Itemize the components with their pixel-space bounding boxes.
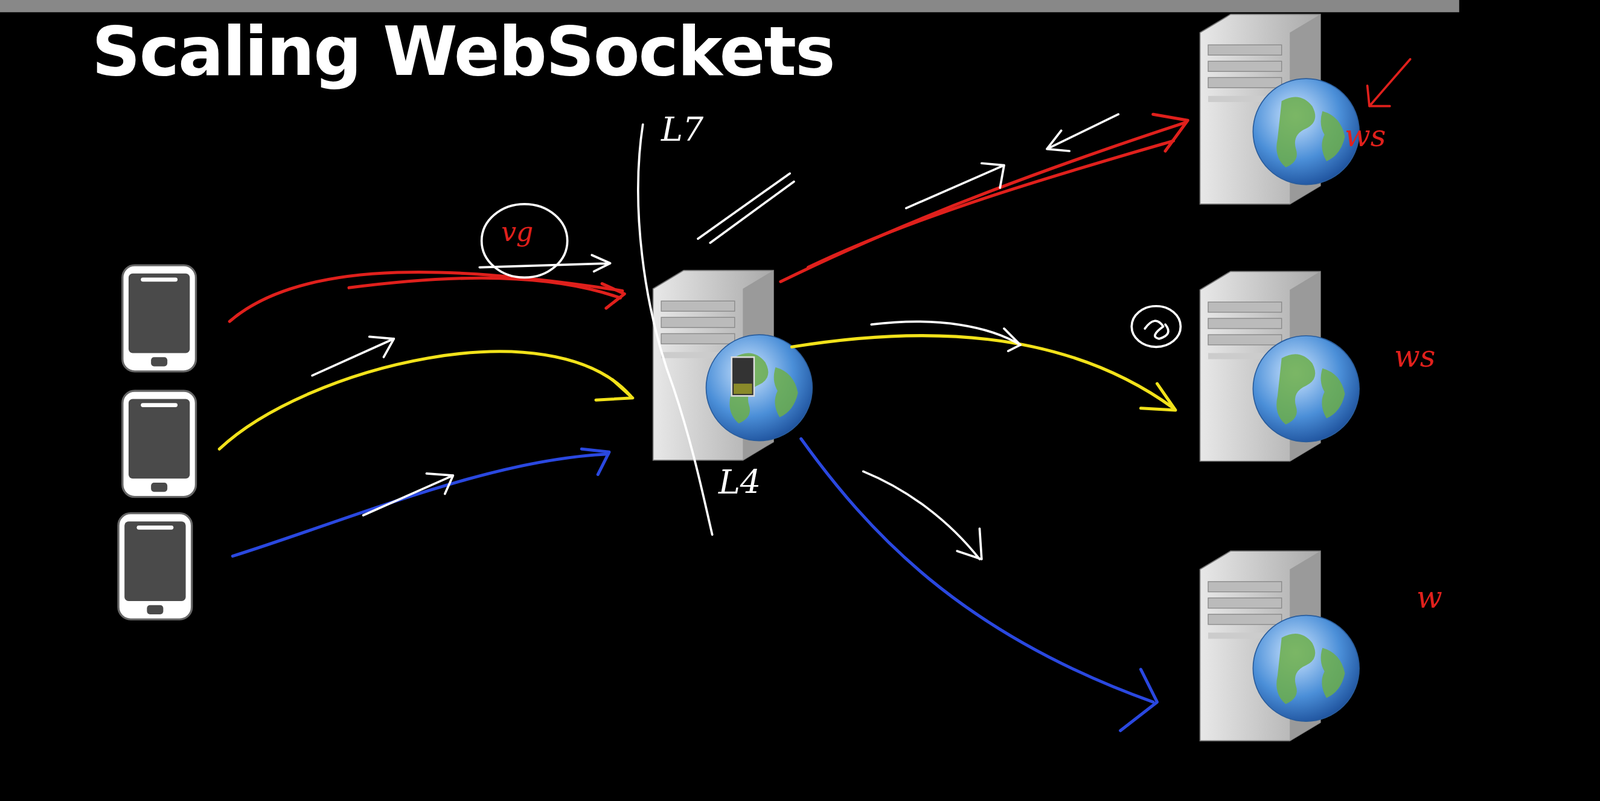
white-arrow bbox=[363, 473, 454, 516]
scribble-mark bbox=[1131, 306, 1181, 348]
title: Scaling WebSockets bbox=[91, 12, 835, 91]
white-arrow bbox=[906, 163, 1005, 208]
door-icon bbox=[731, 356, 755, 396]
white-arrow bbox=[863, 470, 982, 559]
arrowhead bbox=[601, 283, 625, 309]
yellow-connection bbox=[219, 351, 631, 449]
gateway-server bbox=[653, 270, 813, 461]
scribble-mark bbox=[1144, 320, 1169, 339]
yellow-connection bbox=[791, 335, 1174, 409]
handwritten-note: w bbox=[1416, 579, 1443, 615]
handwritten-note: L4 bbox=[718, 463, 761, 502]
circle-mark bbox=[481, 204, 568, 278]
top-bar bbox=[0, 0, 1460, 13]
red-connection bbox=[348, 277, 621, 298]
handwritten-note: vg bbox=[501, 216, 534, 247]
red-arrow bbox=[1367, 59, 1411, 107]
phone bbox=[122, 390, 197, 497]
white-divider bbox=[638, 124, 713, 535]
white-arrow bbox=[479, 254, 610, 272]
phone bbox=[118, 513, 192, 620]
handwritten-note: ws bbox=[1394, 338, 1436, 374]
arrowhead bbox=[581, 448, 610, 474]
blue-connection bbox=[232, 454, 608, 557]
websocket-server bbox=[1200, 14, 1360, 205]
arrowhead bbox=[1153, 114, 1188, 151]
red-connection bbox=[780, 122, 1186, 282]
handwritten-note: L7 bbox=[661, 110, 704, 149]
white-arrow bbox=[871, 321, 1021, 351]
arrowhead bbox=[1120, 668, 1158, 730]
white-arrow bbox=[312, 336, 394, 375]
underline bbox=[697, 173, 794, 243]
door-icon bbox=[733, 383, 752, 394]
phone bbox=[122, 265, 197, 372]
websocket-server bbox=[1200, 550, 1360, 741]
red-connection bbox=[229, 271, 623, 322]
white-arrow bbox=[1046, 114, 1119, 151]
red-connection bbox=[808, 140, 1174, 267]
websocket-server bbox=[1200, 271, 1360, 461]
arrowhead bbox=[595, 379, 633, 400]
blue-connection bbox=[801, 438, 1154, 702]
handwritten-note: ws bbox=[1344, 118, 1386, 154]
arrowhead bbox=[1140, 383, 1175, 410]
